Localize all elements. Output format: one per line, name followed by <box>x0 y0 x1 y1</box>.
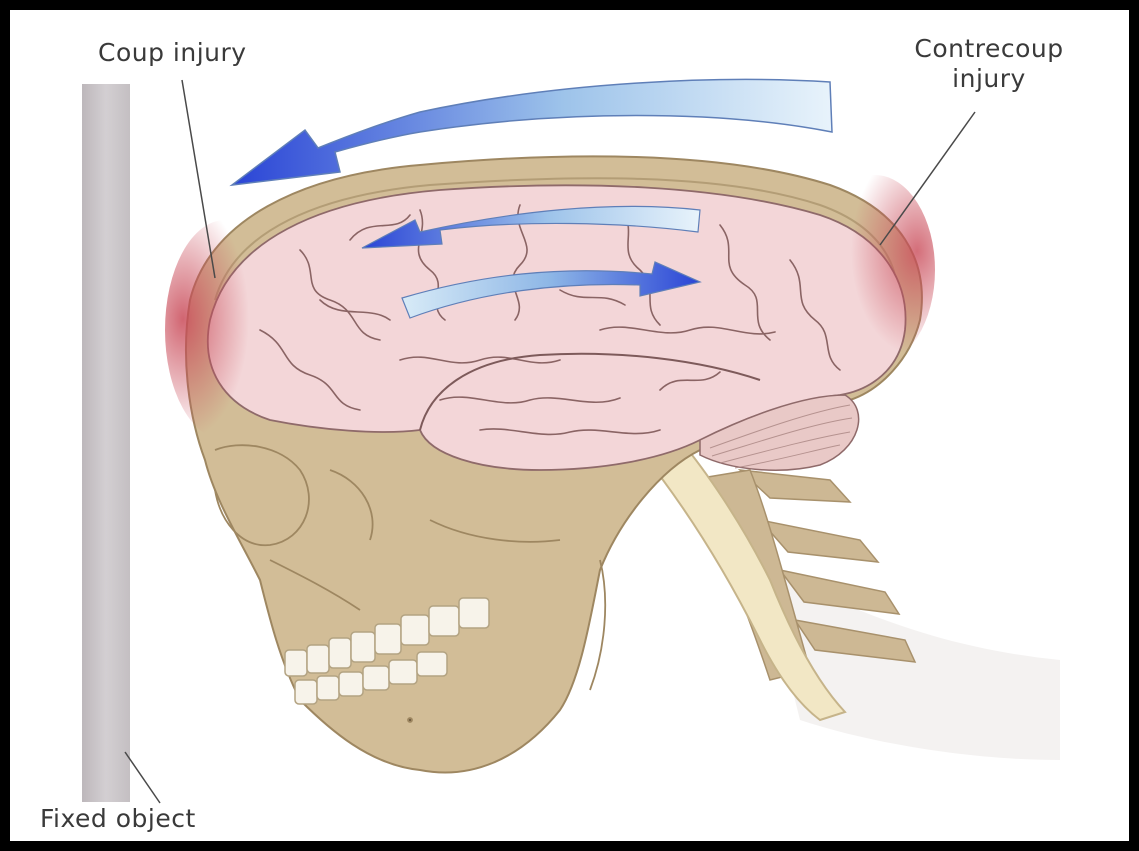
contrecoup-injury-label: Contrecoup injury <box>874 34 1104 94</box>
contrecoup-label-line1: Contrecoup <box>874 34 1104 64</box>
fixed-object-label: Fixed object <box>40 804 196 834</box>
contrecoup-bruise <box>815 175 935 365</box>
fixed-object-leader-line <box>125 752 160 803</box>
coup-injury-label: Coup injury <box>98 38 247 68</box>
coup-bruise <box>165 220 285 440</box>
fixed-object <box>82 84 130 802</box>
coup-contrecoup-illustration <box>10 10 1129 841</box>
contrecoup-label-line2: injury <box>874 64 1104 94</box>
brain <box>208 185 906 470</box>
